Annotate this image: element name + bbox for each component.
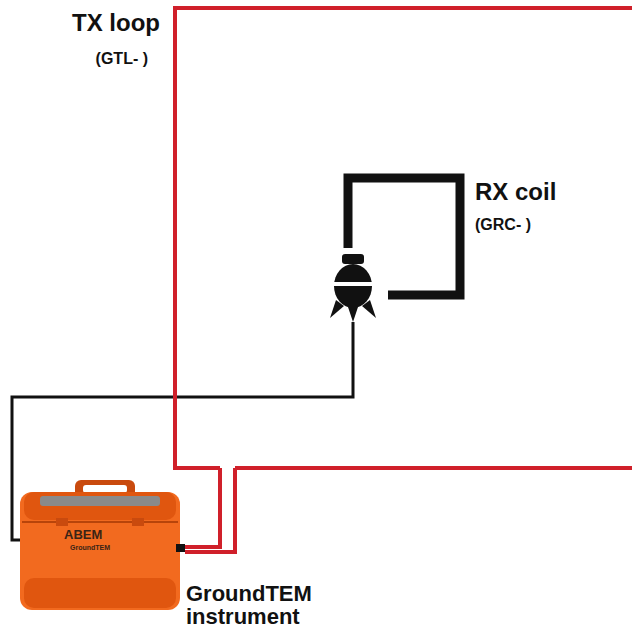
rx-coil: RX coil(GRC- ) <box>328 176 462 322</box>
shape-title: RX coil <box>475 179 595 205</box>
shape-title: ABEM <box>64 528 124 541</box>
label-slot: (GTL- ) <box>40 50 148 68</box>
tx-loop-outline <box>175 8 632 468</box>
shape-label: (GTL- ) <box>40 50 148 68</box>
label-slot: (GRC- ) <box>475 216 575 234</box>
shape-label: GroundTEM instrument <box>186 582 356 628</box>
label-slot: GroundTEM instrument <box>186 582 356 628</box>
label-slot: RX coil <box>475 179 595 205</box>
tx-wire <box>185 468 235 552</box>
rx-coil-outline <box>328 176 462 322</box>
label-slot: ABEM <box>64 528 124 541</box>
instrument-case <box>20 480 185 610</box>
rx-cable <box>12 322 353 540</box>
shape-label: GroundTEM <box>70 544 120 551</box>
shape-label: (GRC- ) <box>475 216 575 234</box>
label-slot: TX loop <box>40 10 160 36</box>
tx-cable <box>185 468 220 547</box>
groundtem-instrument: ABEMGroundTEMGroundTEM instrument <box>20 478 185 613</box>
tx-loop: RX coil(GRC- )TX loop(GTL- ) <box>175 8 632 468</box>
shape-title: TX loop <box>40 10 160 36</box>
preamp-connector <box>330 254 376 322</box>
label-slot: GroundTEM <box>70 544 120 551</box>
tx-loop-wire <box>175 8 632 468</box>
